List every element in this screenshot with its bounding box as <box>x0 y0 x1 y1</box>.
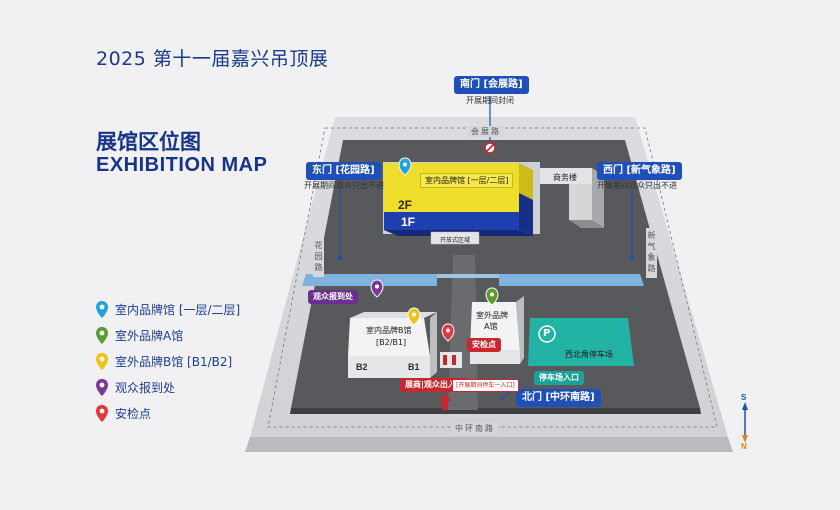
security-booth <box>440 352 462 368</box>
indoor-hall-label: 室内品牌馆 [一层/二层] <box>420 173 514 188</box>
pin-icon <box>96 300 108 318</box>
page-title: 2025 第十一届嘉兴吊顶展 <box>96 48 329 70</box>
legend-label: 室外品牌A馆 <box>115 328 184 343</box>
map-heading-en: EXHIBITION MAP <box>96 154 268 176</box>
pin-security-icon <box>441 323 455 342</box>
entrance-tag: 展商|观众出入口 <box>400 378 469 392</box>
no-entry-icon <box>484 142 496 154</box>
legend-label: 安检点 <box>115 406 152 421</box>
water-channel <box>302 274 644 286</box>
west-gate-tag: 西门 [新气象路] <box>597 162 682 180</box>
north-gate-tag: 北门 [中环南路] <box>516 389 601 407</box>
pin-icon <box>96 378 108 396</box>
map-legend: 室内品牌馆 [一层/二层] 室外品牌A馆 室外品牌B馆 [B1/B2] 观众报到… <box>96 296 240 426</box>
east-gate-tag: 东门 [花园路] <box>306 162 381 180</box>
legend-item-hall-b: 室外品牌B馆 [B1/B2] <box>96 348 240 374</box>
entrance-note: [开展期间停车一入口] <box>452 379 519 392</box>
floor-1f-label: 1F <box>401 215 416 229</box>
parking-entrance-tag: 停车场入口 <box>534 371 584 385</box>
pin-hall-a-icon <box>485 287 499 306</box>
internal-road <box>448 255 478 410</box>
hall-b-label-line1: 室内品牌B馆 <box>366 326 412 335</box>
pin-icon <box>96 404 108 422</box>
legend-item-indoor-hall: 室内品牌馆 [一层/二层] <box>96 296 240 322</box>
legend-label: 观众报到处 <box>115 380 176 395</box>
legend-item-registration: 观众报到处 <box>96 374 240 400</box>
south-gate-tag: 南门 [会展路] <box>454 76 529 94</box>
road-left-label: 花园路 <box>313 238 324 277</box>
pin-registration-icon <box>370 279 384 298</box>
pin-indoor-hall-icon <box>398 157 412 176</box>
floor-b2-label: B2 <box>356 362 368 372</box>
hall-a-label-line1: 室外品牌 <box>476 311 508 320</box>
entrance-arrow-icon <box>438 394 452 410</box>
south-gate-note: 开展期间封闭 <box>466 96 514 105</box>
parking-lot <box>528 318 634 366</box>
parking-symbol: P <box>543 328 551 339</box>
legend-label: 室外品牌B馆 [B1/B2] <box>115 354 233 369</box>
pin-hall-b-icon <box>407 307 421 326</box>
road-top-label: 会展路 <box>468 126 504 137</box>
open-area-label: 开放式区域 <box>440 237 471 244</box>
compass-south-label: S <box>741 393 747 402</box>
compass-icon <box>742 402 748 443</box>
legend-item-security: 安检点 <box>96 400 240 426</box>
legend-item-hall-a: 室外品牌A馆 <box>96 322 240 348</box>
road-bottom-label: 中环南路 <box>452 423 498 434</box>
legend-label: 室内品牌馆 [一层/二层] <box>115 302 241 317</box>
east-gate-note: 开展期间观众只出不进 <box>304 181 384 190</box>
registration-tag: 观众报到处 <box>308 290 358 304</box>
hall-a-label-line2: A馆 <box>484 322 498 331</box>
security-tag: 安检点 <box>467 338 501 352</box>
business-building <box>540 168 604 228</box>
pin-icon <box>96 326 108 344</box>
compass-north-label: N <box>741 442 747 451</box>
west-gate-note: 开展期间观众只出不进 <box>597 181 677 190</box>
parking-label: 西北角停车场 <box>565 350 613 359</box>
road-right-label: 新气象路 <box>646 228 657 278</box>
map-heading-cn: 展馆区位图 <box>96 130 201 154</box>
floor-2f-label: 2F <box>398 198 413 212</box>
hall-b-label-line2: [B2/B1] <box>376 338 407 347</box>
business-building-label: 商务楼 <box>553 173 577 182</box>
pin-icon <box>96 352 108 370</box>
floor-b1-label: B1 <box>408 362 420 372</box>
open-area <box>430 231 480 245</box>
